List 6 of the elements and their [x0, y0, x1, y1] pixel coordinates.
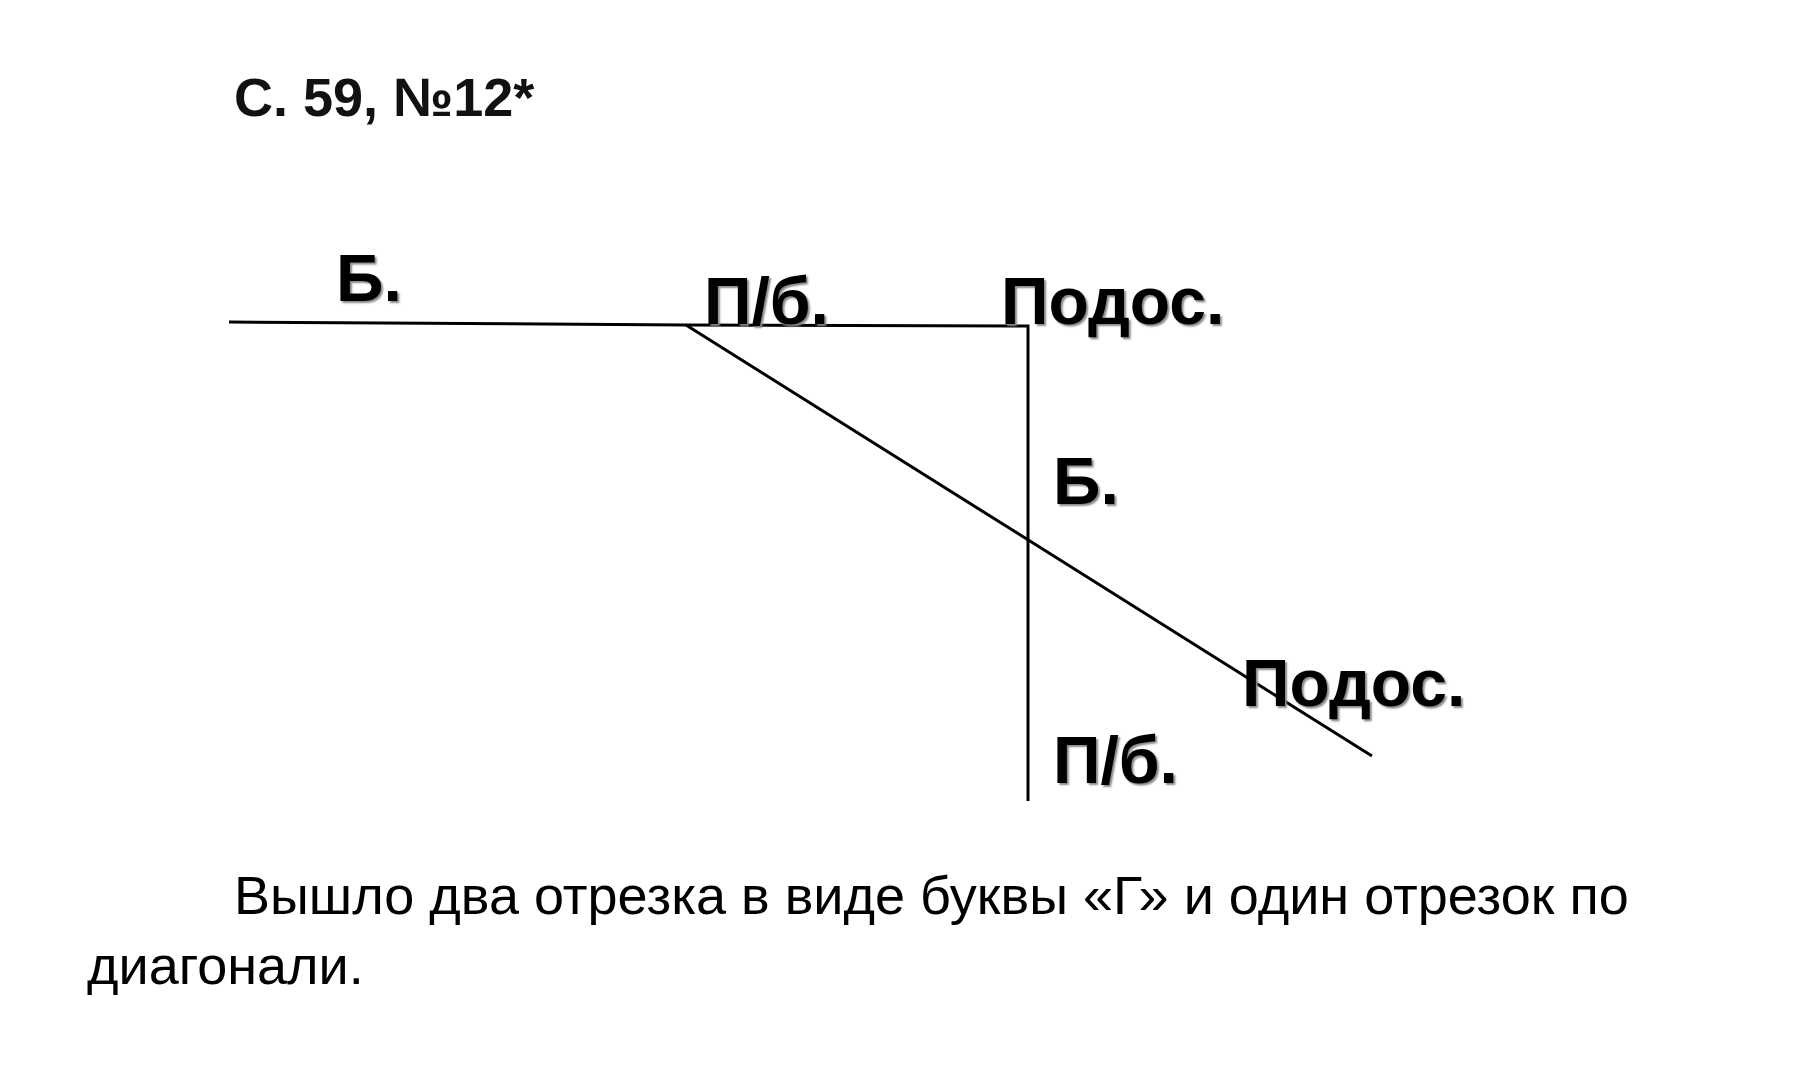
- caption: Вышло два отрезка в виде буквы «Г» и один отрезок по диагонали.: [87, 864, 1630, 997]
- segment-label: П/б.: [704, 268, 829, 334]
- segment-label: Б.: [336, 245, 402, 311]
- segment-label: П/б.: [1053, 727, 1178, 793]
- segment-label: Б.: [1053, 448, 1119, 514]
- page-title: С. 59, №12*: [234, 66, 535, 128]
